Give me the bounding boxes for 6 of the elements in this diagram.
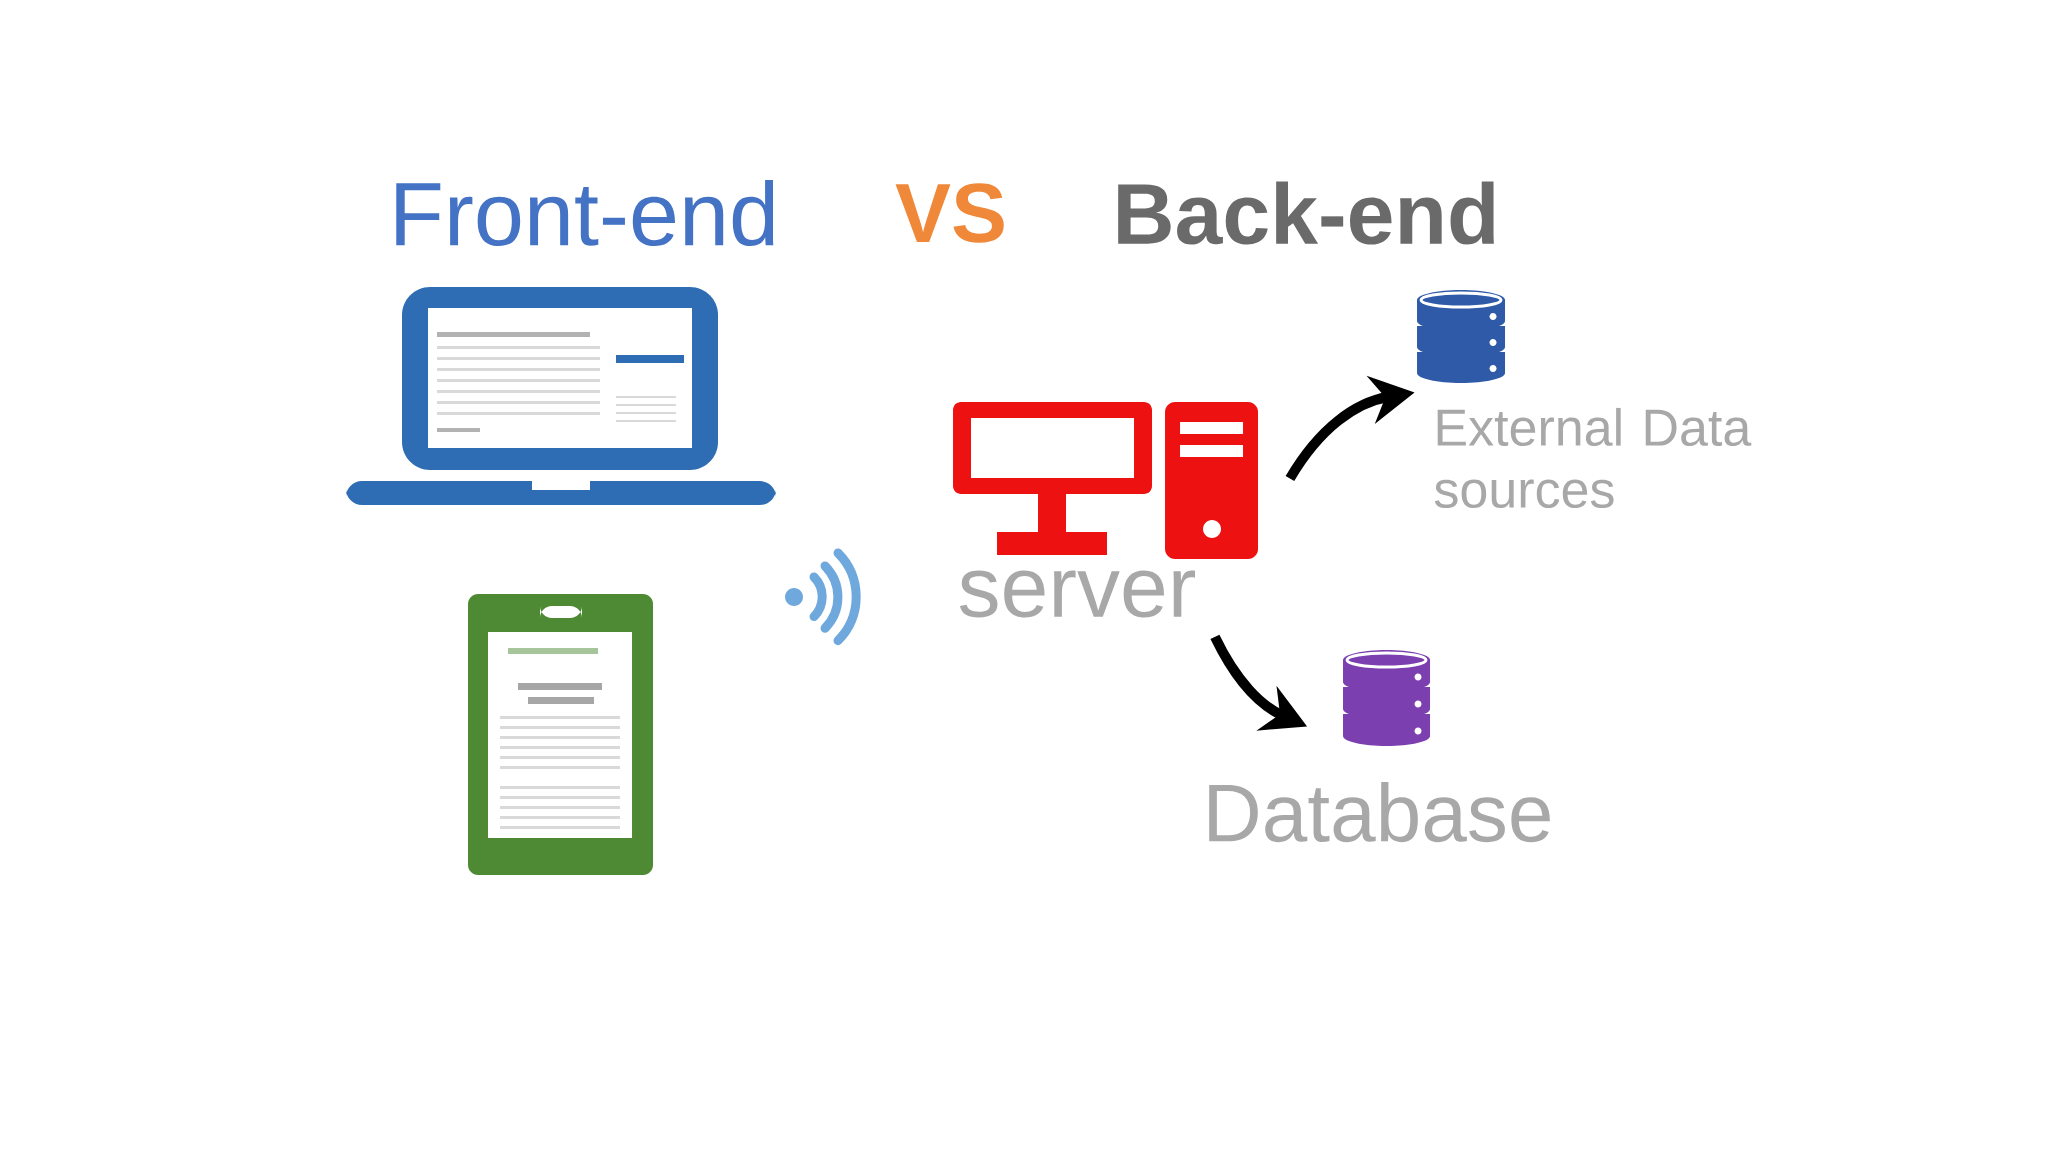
node-label: Database <box>1209 781 1550 843</box>
node-label: server <box>959 570 1196 618</box>
versus-label: VS <box>895 183 1004 243</box>
heading: Back-end <box>1118 181 1494 245</box>
heading: Front-end <box>396 179 774 247</box>
node-label: External Data sources <box>1434 407 1752 509</box>
